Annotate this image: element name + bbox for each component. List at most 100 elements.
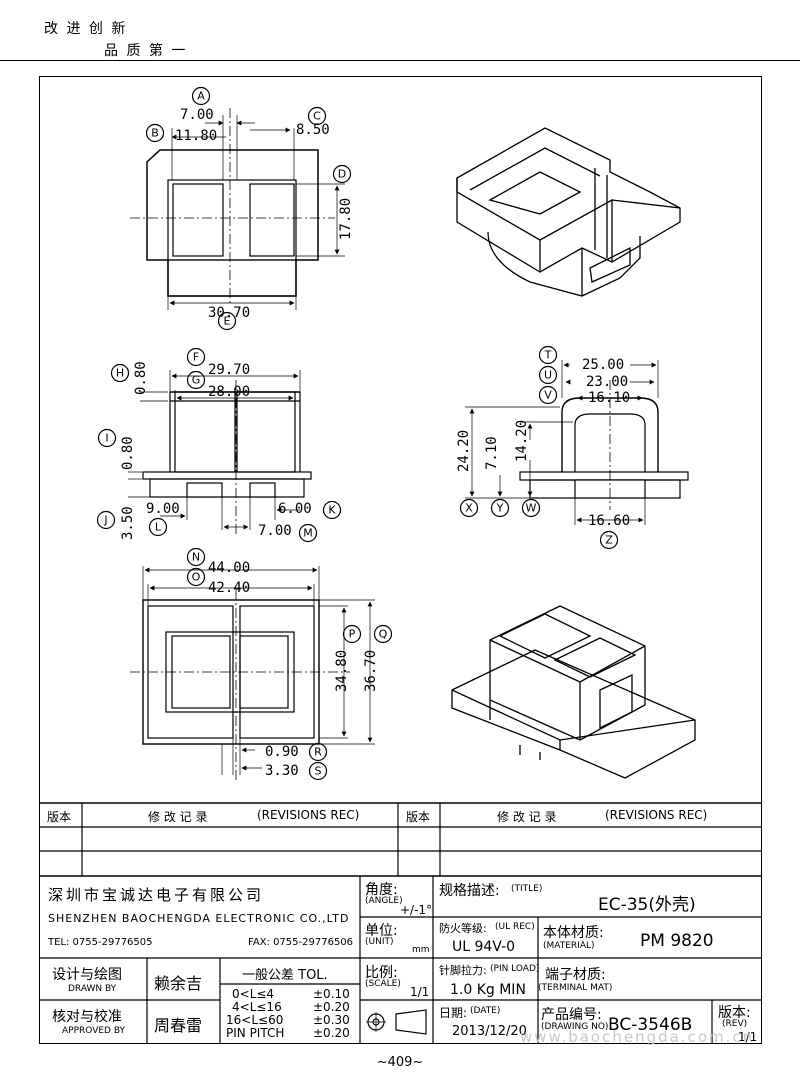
dim-l-value: 9.00 (146, 501, 180, 517)
dim-u-value: 23.00 (586, 374, 628, 390)
dim-c-value: 8.50 (296, 122, 330, 138)
label-p: P (349, 628, 356, 641)
unit-value: mm (412, 945, 430, 955)
side-view (465, 360, 689, 525)
label-m: M (303, 527, 313, 540)
label-l: L (155, 521, 162, 534)
pinload-label-cn: 针脚拉力: (439, 964, 487, 977)
label-f: F (193, 351, 199, 364)
label-d: D (338, 168, 346, 181)
dim-i-value: 0.80 (120, 436, 136, 470)
approver-name: 周春雷 (154, 1016, 203, 1035)
unit-label-cn: 单位: (365, 923, 398, 939)
tolerance-title: 一般公差 TOL. (242, 968, 328, 983)
rev-col-record-en-left: (REVISIONS REC) (257, 808, 360, 822)
label-s: S (315, 765, 322, 778)
header-rule (0, 60, 800, 61)
dim-a-value: 7.00 (180, 107, 214, 123)
bottom-view-labels: N O P Q R S (186, 547, 393, 781)
company-name-en: SHENZHEN BAOCHENGDA ELECTRONIC CO.,LTD (48, 912, 350, 925)
dim-p-value: 34.80 (334, 650, 350, 692)
tol-value-1: ±0.10 (313, 987, 350, 1001)
angle-label-cn: 角度: (365, 882, 398, 898)
dim-r-value: 0.90 (265, 744, 299, 760)
drawing-label-en: (DRAWING NO) (541, 1022, 609, 1032)
title-label-cn: 规格描述: (439, 883, 500, 899)
label-q: Q (379, 628, 388, 641)
fire-label-cn: 防火等级: (439, 922, 487, 935)
dim-n-value: 44.00 (208, 560, 250, 576)
dim-k-value: 6.00 (278, 501, 312, 517)
rev-col-version-left: 版本 (47, 810, 72, 824)
company-tel: TEL: 0755-29776505 (48, 937, 153, 948)
tol-value-2: ±0.20 (313, 1000, 350, 1014)
iso-view-shell-top (456, 127, 681, 297)
header-slogan-2: 品 质 第 一 (104, 43, 188, 59)
drawing-frame (39, 76, 762, 1044)
approve-label-cn: 核对与校准 (52, 1009, 122, 1025)
drawing-value: BC-3546B (608, 1015, 693, 1035)
watermark: www.baochengda.com.cn (520, 1028, 755, 1046)
tol-range-4: PIN PITCH (226, 1026, 285, 1040)
dim-g-value: 28.00 (208, 384, 250, 400)
angle-label-en: (ANGLE) (365, 896, 403, 906)
dim-o-value: 42.40 (208, 580, 250, 596)
date-label-en: (DATE) (470, 1006, 501, 1016)
label-x: X (465, 502, 473, 515)
label-g: G (192, 374, 201, 387)
dim-w-value: 14.20 (514, 420, 530, 462)
label-e: E (224, 315, 231, 328)
scale-label-cn: 比例: (365, 965, 398, 981)
label-a: A (197, 90, 205, 103)
label-o: O (192, 571, 201, 584)
dim-q-value: 36.70 (363, 650, 379, 692)
label-b: B (151, 127, 159, 140)
dim-j-value: 3.50 (120, 506, 136, 540)
design-label-en: DRAWN BY (68, 984, 117, 994)
pinload-label-en: (PIN LOAD) (490, 964, 540, 974)
dim-f-value: 29.70 (208, 362, 250, 378)
label-k: K (328, 504, 336, 517)
terminal-label-en: (TERMINAL MAT) (538, 983, 613, 993)
rev-col-record-cn-right: 修 改 记 录 (497, 810, 557, 824)
fire-label-en: (UL REC) (495, 922, 535, 932)
dim-t-value: 25.00 (582, 357, 624, 373)
label-c: C (313, 110, 321, 123)
front-view (128, 370, 312, 535)
dim-x-value: 24.20 (456, 430, 472, 472)
unit-label-en: (UNIT) (365, 937, 394, 947)
title-label-en: (TITLE) (511, 884, 543, 894)
bottom-view (130, 566, 375, 780)
material-label-cn: 本体材质: (543, 925, 604, 941)
material-value: PM 9820 (640, 931, 714, 951)
rev-col-record-en-right: (REVISIONS REC) (605, 808, 708, 822)
dim-m-value: 7.00 (258, 523, 292, 539)
date-label-cn: 日期: (439, 1006, 468, 1020)
label-y: Y (496, 502, 504, 515)
label-h: H (116, 367, 124, 380)
side-view-labels: T U V X Y W Z (459, 345, 619, 550)
dim-y-value: 7.10 (484, 436, 500, 470)
iso-view-shell-bottom (451, 605, 696, 779)
tol-range-1: 0<L≤4 (232, 987, 275, 1001)
dim-b-value: 11.80 (175, 128, 217, 144)
company-name-cn: 深圳市宝诚达电子有限公司 (48, 886, 265, 904)
dim-d-value: 17.80 (338, 198, 354, 240)
page-number: ~409~ (376, 1055, 424, 1070)
label-i: I (105, 432, 108, 445)
rev-col-record-cn-left: 修 改 记 录 (148, 810, 208, 824)
label-r: R (314, 746, 322, 759)
rev-value: 1/1 (738, 1030, 758, 1044)
angle-value: +/-1° (400, 903, 433, 917)
label-w: W (526, 502, 537, 515)
approve-label-en: APPROVED BY (62, 1026, 126, 1036)
label-t: T (544, 349, 552, 362)
dim-h-value: 0.80 (133, 361, 149, 395)
front-view-labels: F G H I J K L M (96, 347, 342, 543)
label-z: Z (605, 534, 613, 547)
material-label-en: (MATERIAL) (543, 941, 595, 951)
scale-value: 1/1 (410, 985, 430, 999)
date-value: 2013/12/20 (452, 1024, 527, 1039)
tol-range-2: 4<L≤16 (232, 1000, 282, 1014)
